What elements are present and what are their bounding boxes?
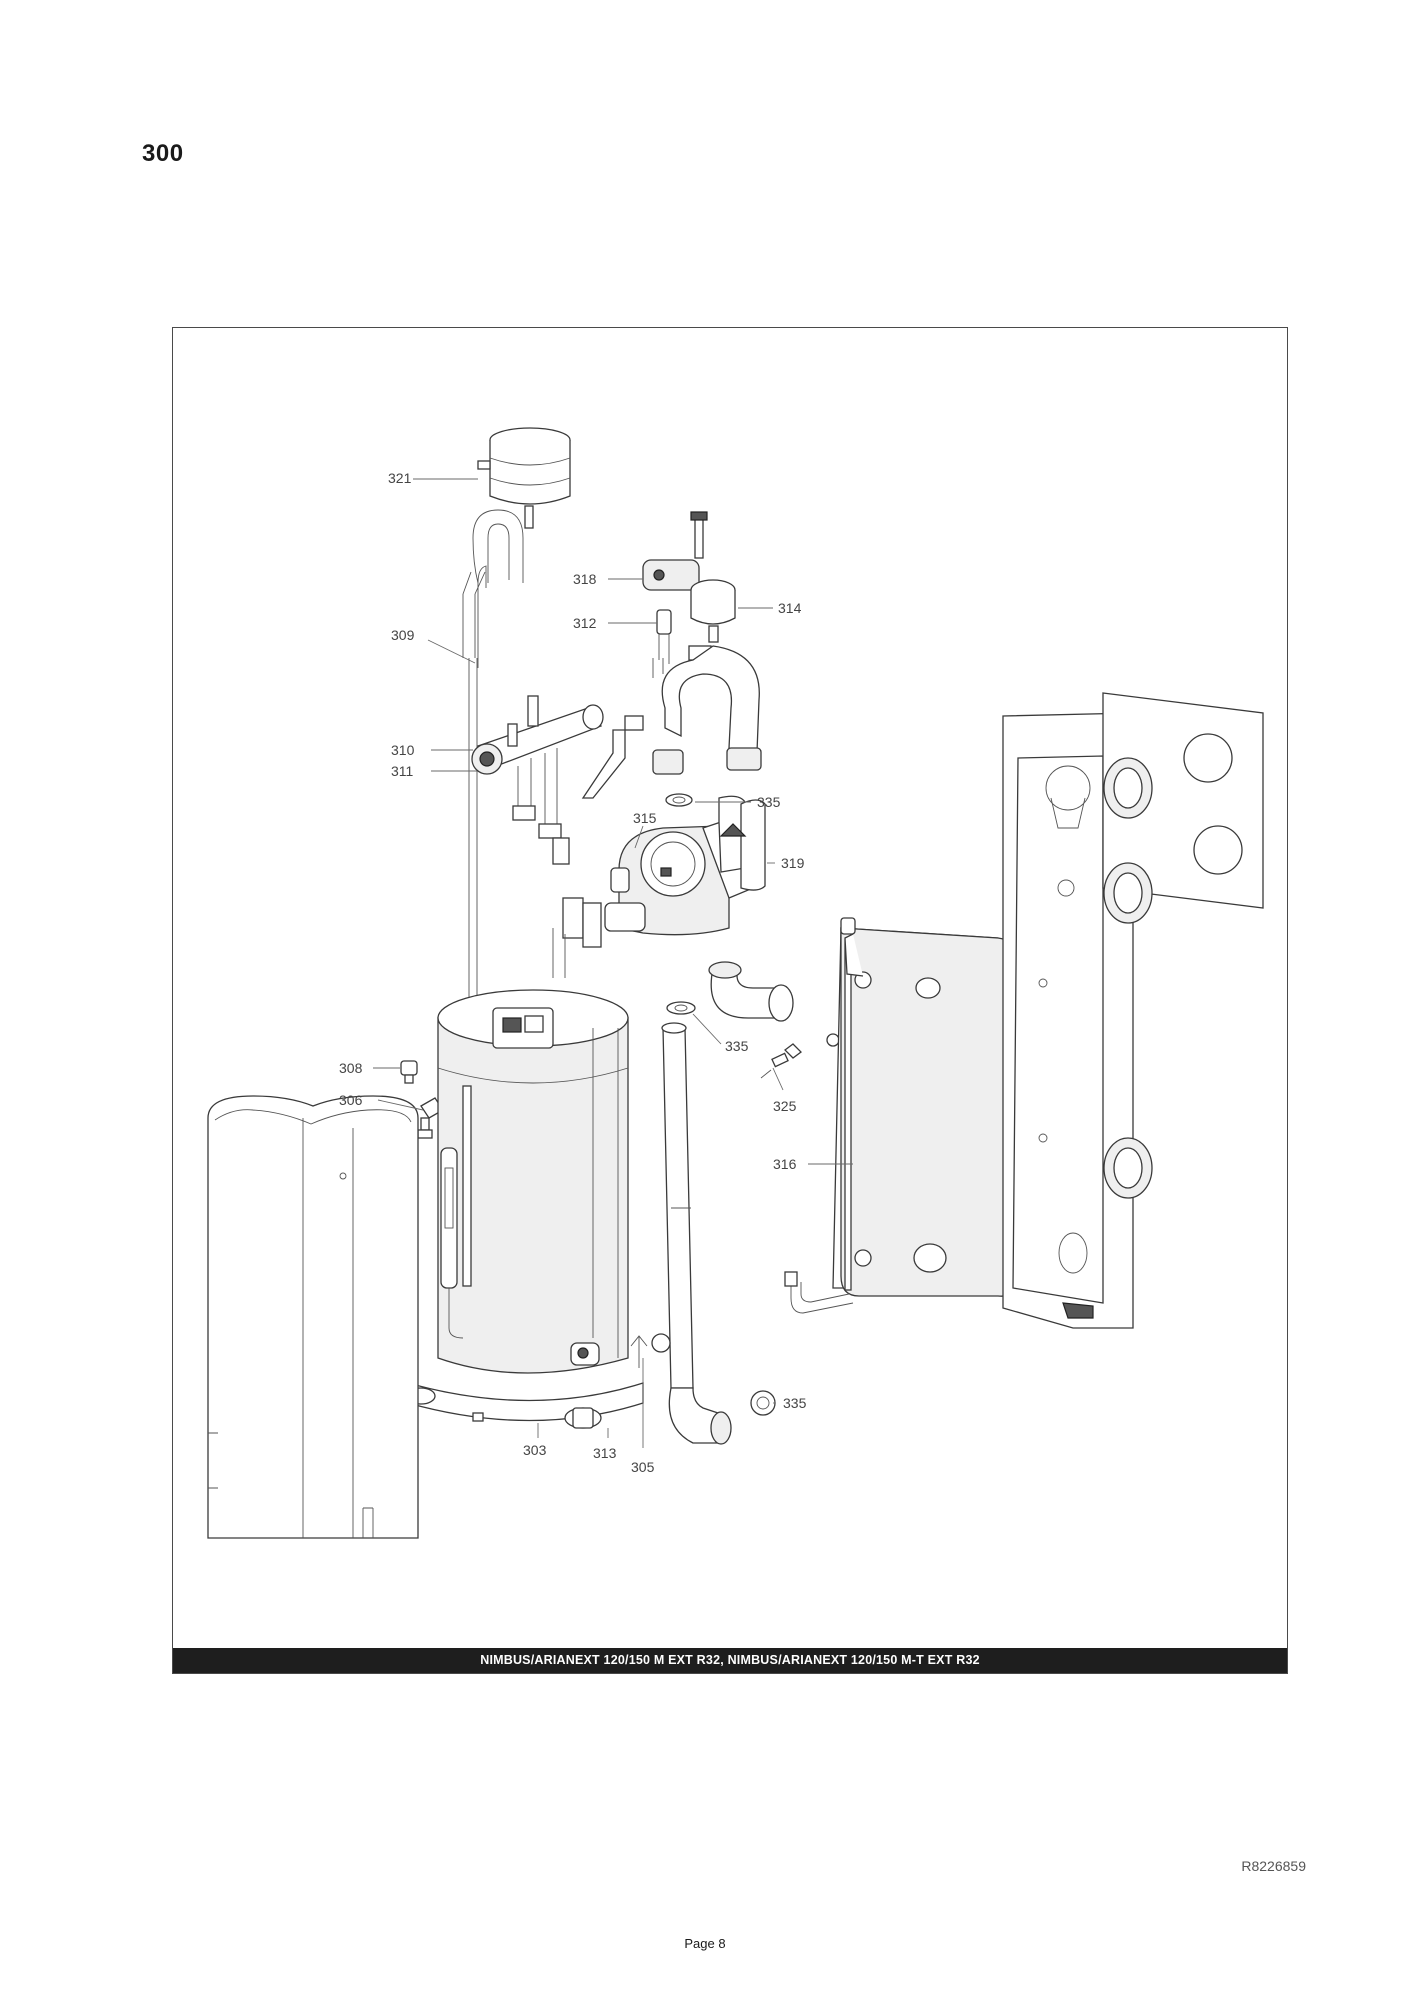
part-309-u-pipe — [462, 509, 524, 1008]
main-cylinder-body — [406, 989, 644, 1429]
section-number: 300 — [142, 140, 184, 167]
callout-315: 315 — [633, 810, 657, 826]
callout-335-upper: 335 — [757, 794, 781, 810]
callout-313: 313 — [593, 1445, 617, 1461]
part-318-314-312-expansion-valve — [642, 511, 736, 678]
vertical-water-pipe — [661, 1022, 732, 1445]
part-335-gasket-upper — [665, 793, 693, 807]
exploded-parts-drawing: 321 318 314 312 309 310 311 335 315 319 … — [207, 427, 1264, 1539]
callout-314: 314 — [778, 600, 802, 616]
part-315-319-circulator-pump — [552, 795, 766, 978]
part-308-sensor — [400, 1060, 418, 1084]
callout-311: 311 — [391, 763, 414, 779]
callout-319: 319 — [781, 855, 805, 871]
part-310-311-tee-valve — [471, 695, 604, 865]
mounting-bracket-plate — [1002, 712, 1134, 1329]
part-305-clip — [630, 1333, 671, 1368]
pump-outlet-bend — [581, 645, 762, 799]
page-number: Page 8 — [684, 1936, 726, 1951]
callout-305: 305 — [631, 1459, 655, 1475]
callout-335-lower: 335 — [783, 1395, 807, 1411]
callout-309: 309 — [391, 627, 415, 643]
part-316-plate-heat-exchanger — [784, 917, 1019, 1314]
sight-tube — [440, 1147, 464, 1339]
callout-labels: 321 318 314 312 309 310 311 335 315 319 … — [339, 470, 807, 1475]
model-caption-bar: NIMBUS/ARIANEXT 120/150 M EXT R32, NIMBU… — [173, 1648, 1287, 1673]
callout-leaders — [373, 478, 853, 1448]
part-321-expansion-vessel — [477, 427, 571, 529]
callout-321: 321 — [388, 470, 412, 486]
drawing-reference-code: R8226859 — [1241, 1858, 1306, 1874]
callout-325: 325 — [773, 1098, 797, 1114]
part-335-gasket-lower — [750, 1390, 776, 1416]
callout-335-middle: 335 — [725, 1038, 749, 1054]
part-335-gasket-middle — [666, 1001, 696, 1015]
callout-303: 303 — [523, 1442, 547, 1458]
callout-310: 310 — [391, 742, 415, 758]
elbow-fitting-right — [708, 961, 794, 1022]
callout-312: 312 — [573, 615, 597, 631]
callout-306: 306 — [339, 1092, 363, 1108]
callout-316: 316 — [773, 1156, 797, 1172]
diagram-frame: 321 318 314 312 309 310 311 335 315 319 … — [172, 327, 1288, 1674]
outer-cylinder-shell — [207, 1095, 419, 1539]
callout-308: 308 — [339, 1060, 363, 1076]
rear-panel-with-grommets — [1102, 692, 1264, 1199]
part-325-temperature-probe — [760, 1033, 840, 1079]
callout-318: 318 — [573, 571, 597, 587]
